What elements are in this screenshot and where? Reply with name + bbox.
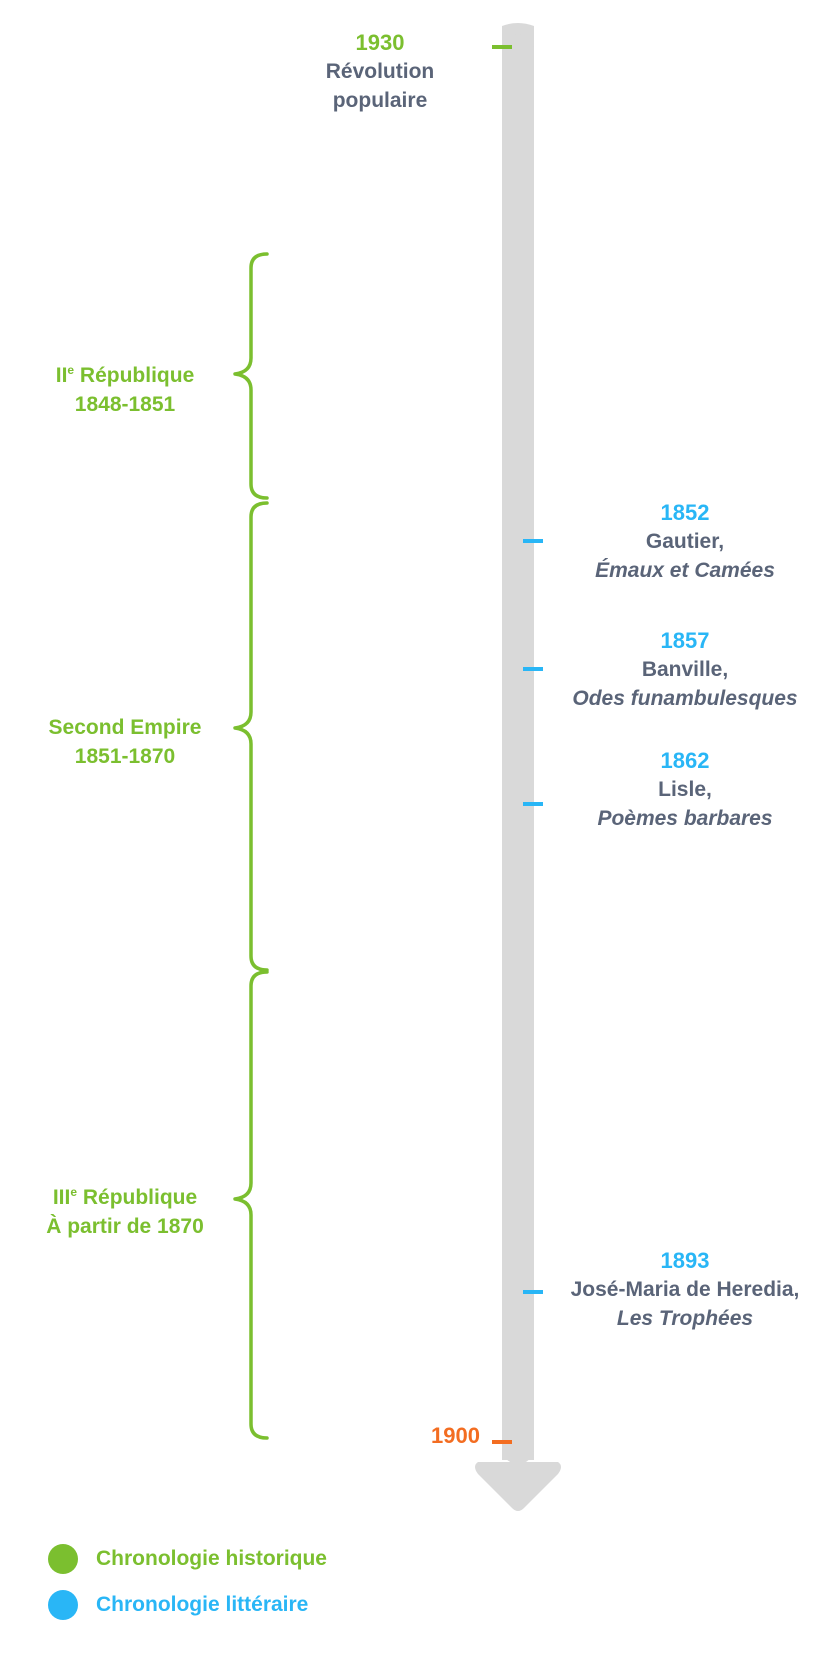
tick-1857 — [523, 667, 543, 671]
legend-historical-dot — [48, 1544, 78, 1574]
literary-event-1857: 1857 Banville, Odes funambulesques — [540, 626, 830, 713]
tick-1852 — [523, 539, 543, 543]
timeline-arrowhead — [475, 1462, 561, 1511]
event-year: 1862 — [660, 748, 710, 773]
end-year-label: 1900 — [431, 1423, 480, 1448]
legend-historical: Chronologie historique — [48, 1542, 327, 1576]
legend-literary-label: Chronologie littéraire — [96, 1593, 309, 1616]
period-dates: 1848-1851 — [74, 393, 176, 416]
legend-historical-label: Chronologie historique — [96, 1547, 327, 1570]
event-work: Les Trophées — [616, 1307, 754, 1330]
brace-ii-republique — [233, 252, 269, 500]
brace-second-empire — [233, 501, 269, 972]
top-event-line1: Révolution — [325, 60, 435, 83]
event-year: 1852 — [660, 500, 710, 525]
tick-1930 — [492, 45, 512, 49]
tick-1893 — [523, 1290, 543, 1294]
event-work: Odes funambulesques — [572, 687, 798, 710]
period-title: Second Empire — [48, 716, 202, 739]
event-work: Émaux et Camées — [595, 559, 775, 582]
literary-event-1852: 1852 Gautier, Émaux et Camées — [555, 498, 815, 585]
top-event-description: Révolution populaire — [300, 57, 460, 115]
event-author: Gautier, — [645, 530, 725, 553]
brace-iii-republique — [233, 970, 269, 1440]
tick-1862 — [523, 802, 543, 806]
top-event-year: 1930 — [355, 30, 405, 55]
event-author: José-Maria de Heredia, — [570, 1278, 800, 1301]
period-dates: À partir de 1870 — [46, 1215, 204, 1238]
top-event: 1930 Révolution populaire — [300, 28, 460, 115]
tick-1900 — [492, 1440, 512, 1444]
legend-literary: Chronologie littéraire — [48, 1588, 308, 1622]
event-work: Poèmes barbares — [597, 807, 773, 830]
period-title: IIe République — [55, 363, 195, 387]
event-author: Lisle, — [658, 778, 712, 801]
period-iii-republique: IIIe République À partir de 1870 — [20, 1183, 230, 1241]
period-title: IIIe République — [52, 1185, 198, 1209]
literary-event-1862: 1862 Lisle, Poèmes barbares — [555, 746, 815, 833]
legend-literary-dot — [48, 1590, 78, 1620]
period-second-empire: Second Empire 1851-1870 — [20, 713, 230, 771]
literary-event-1893: 1893 José-Maria de Heredia, Les Trophées — [540, 1246, 830, 1333]
event-author: Banville, — [641, 658, 729, 681]
top-event-line2: populaire — [332, 89, 428, 112]
period-ii-republique: IIe République 1848-1851 — [20, 361, 230, 419]
event-year: 1893 — [660, 1248, 710, 1273]
period-dates: 1851-1870 — [74, 745, 176, 768]
event-year: 1857 — [660, 628, 710, 653]
